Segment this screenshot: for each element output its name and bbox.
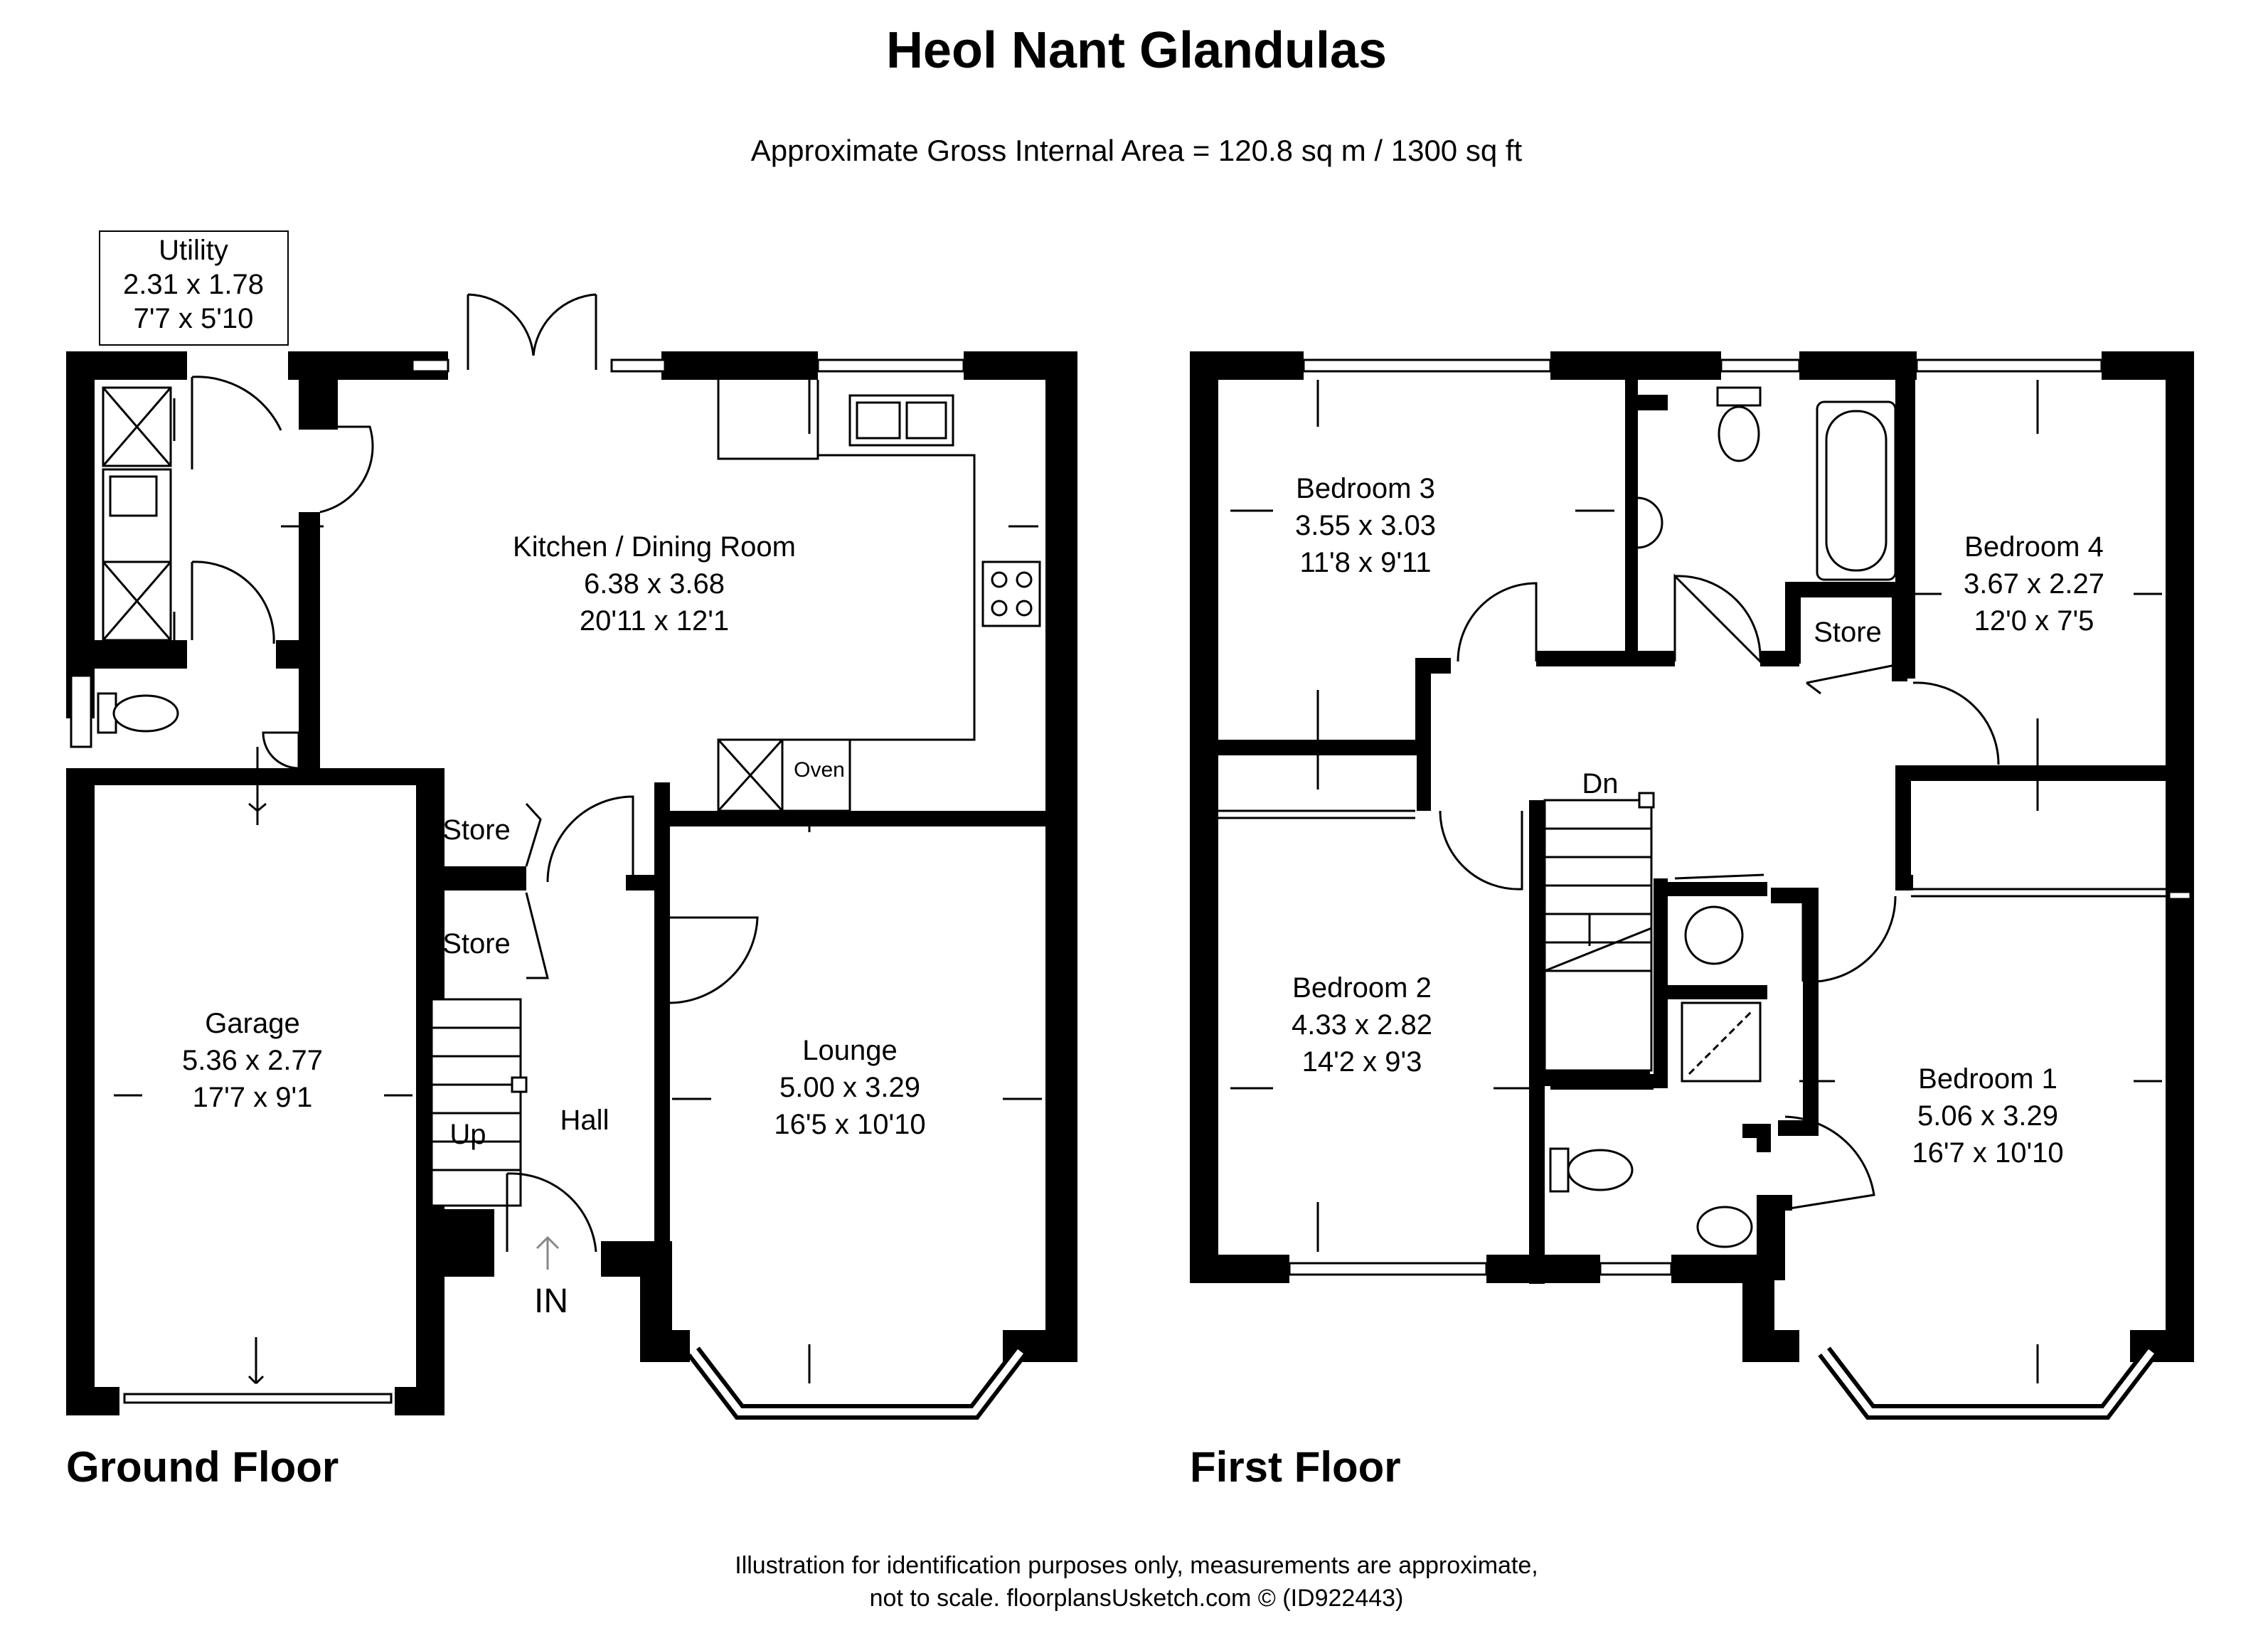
bedroom2-metric: 4.33 x 2.82	[1292, 1009, 1432, 1041]
bedroom3-imperial: 11'8 x 9'11	[1299, 547, 1431, 578]
kitchen-metric: 6.38 x 3.68	[584, 568, 725, 600]
first-floor-label: First Floor	[1190, 1443, 1401, 1491]
bedroom4-imperial: 12'0 x 7'5	[1974, 605, 2094, 637]
lounge-metric: 5.00 x 3.29	[779, 1072, 920, 1103]
kitchen-name: Kitchen / Dining Room	[513, 531, 796, 563]
gross-area: Approximate Gross Internal Area = 120.8 …	[751, 134, 1523, 167]
bedroom1-name: Bedroom 1	[1918, 1063, 2057, 1095]
utility-name: Utility	[159, 235, 228, 266]
utility-metric: 2.31 x 1.78	[123, 269, 264, 300]
hall-name: Hall	[560, 1105, 609, 1136]
bedroom1-imperial: 16'7 x 10'10	[1912, 1137, 2063, 1169]
lounge-imperial: 16'5 x 10'10	[774, 1109, 925, 1140]
bedroom3-name: Bedroom 3	[1296, 473, 1435, 504]
down-label: Dn	[1582, 768, 1618, 799]
disclaimer-line-1: Illustration for identification purposes…	[735, 1552, 1538, 1579]
ground-floor-label: Ground Floor	[66, 1443, 339, 1491]
up-label: Up	[449, 1119, 486, 1150]
bedroom2-imperial: 14'2 x 9'3	[1302, 1046, 1422, 1078]
garage-name: Garage	[205, 1008, 299, 1039]
oven-label: Oven	[794, 758, 845, 782]
store-label-1: Store	[442, 814, 511, 846]
ground-floor: Utility 2.31 x 1.78 7'7 x 5'10 Kitchen /…	[66, 230, 1077, 1491]
disclaimer-line-2: not to scale. floorplansUsketch.com © (I…	[870, 1585, 1404, 1612]
kitchen-imperial: 20'11 x 12'1	[580, 605, 729, 637]
bedroom1-metric: 5.06 x 3.29	[1917, 1100, 2058, 1132]
bedroom4-name: Bedroom 4	[1964, 531, 2104, 563]
lounge-name: Lounge	[802, 1035, 897, 1066]
plan-title: Heol Nant Glandulas	[886, 22, 1387, 79]
garage-imperial: 17'7 x 9'1	[193, 1082, 313, 1113]
utility-imperial: 7'7 x 5'10	[134, 303, 254, 334]
bedroom2-name: Bedroom 2	[1292, 972, 1432, 1004]
bedroom3-metric: 3.55 x 3.03	[1295, 510, 1436, 541]
garage-metric: 5.36 x 2.77	[182, 1045, 323, 1076]
store-label-2: Store	[442, 928, 511, 959]
first-floor: Bedroom 3 3.55 x 3.03 11'8 x 9'11 Bedroo…	[1190, 351, 2194, 1491]
entrance-label: IN	[534, 1282, 568, 1320]
store-label-first: Store	[1814, 617, 1882, 648]
bedroom4-metric: 3.67 x 2.27	[1964, 568, 2104, 600]
